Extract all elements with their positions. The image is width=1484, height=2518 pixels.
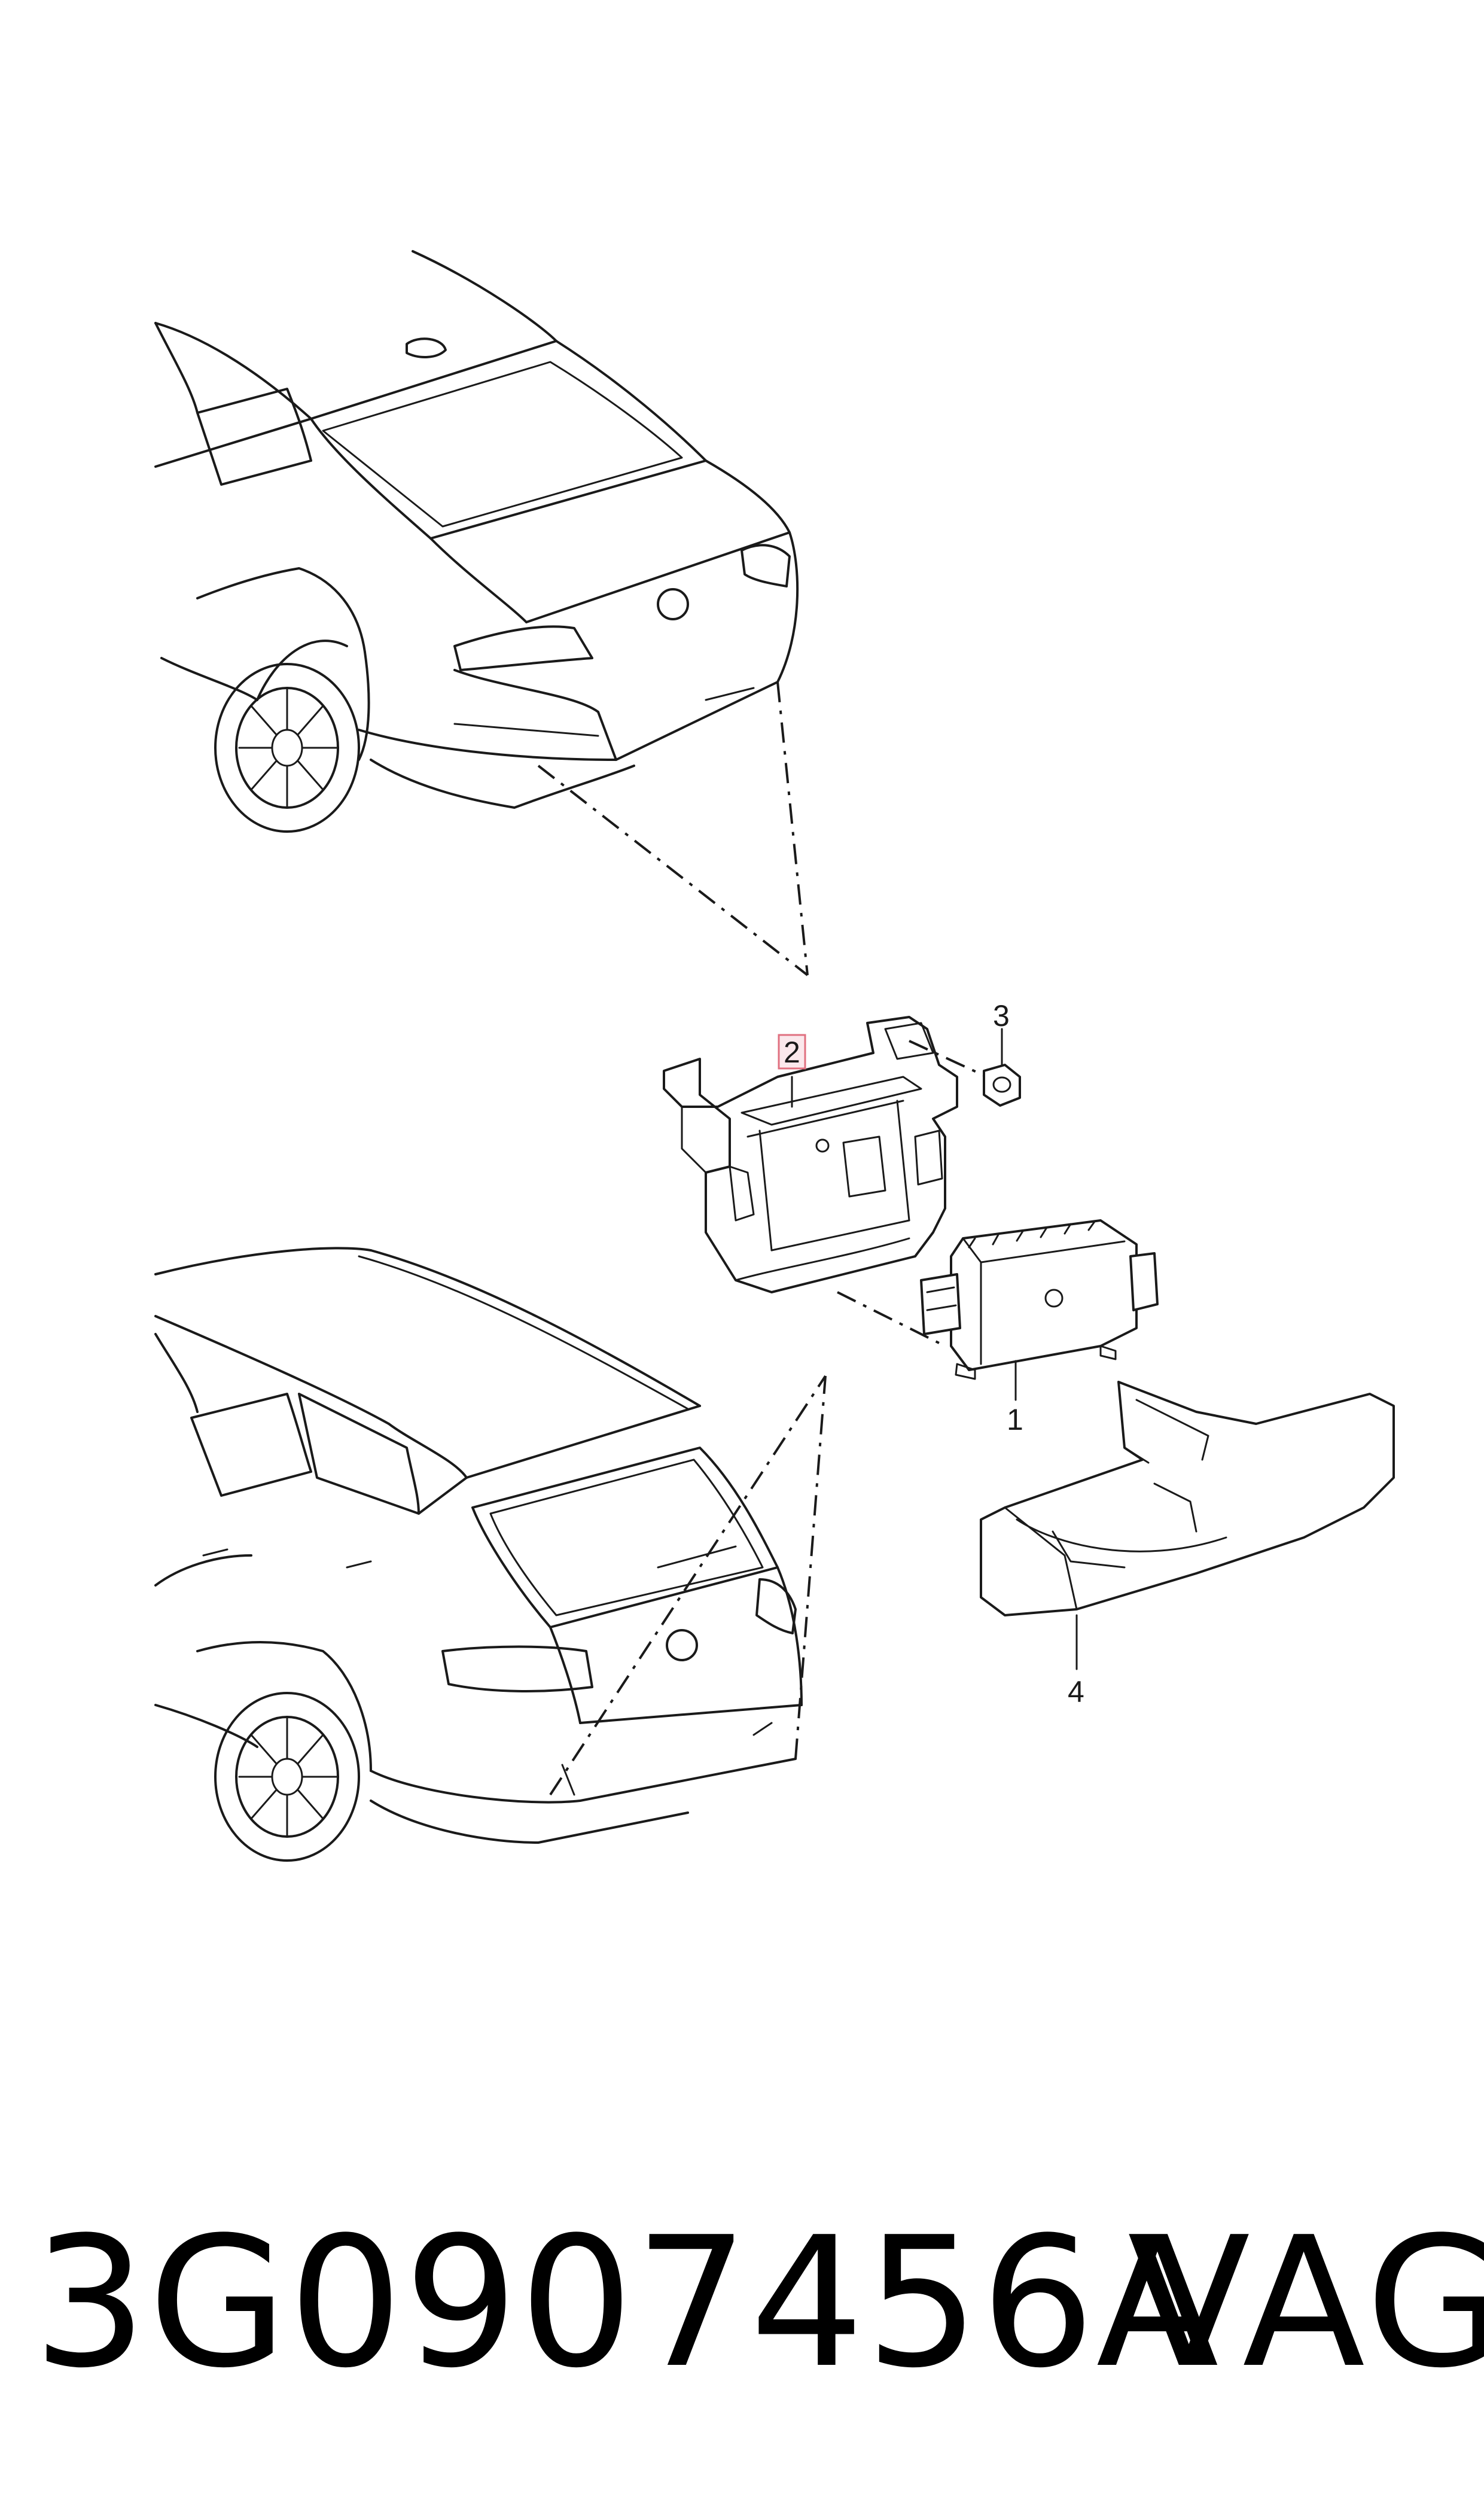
nut-part <box>983 1028 1021 1107</box>
brand-label: VAG <box>1128 2199 1484 2407</box>
sedan-illustration <box>154 250 799 833</box>
control-unit-part <box>920 1219 1159 1401</box>
callout-2-highlight <box>778 1034 806 1070</box>
callout-2-label: 2 <box>784 1036 800 1069</box>
unit-pointer-line <box>837 1291 946 1347</box>
cover-part <box>980 1381 1395 1670</box>
wagon-pointer-lines <box>549 1375 827 1796</box>
sedan-pointer-lines <box>537 681 809 976</box>
callout-1-label: 1 <box>1007 1403 1023 1436</box>
nut-pointer-line <box>909 1040 988 1078</box>
callouts: 2 3 1 4 <box>778 999 1084 1709</box>
part-number-label: 3G0907456A <box>33 2199 1220 2407</box>
bracket-part <box>663 1016 958 1293</box>
wagon-illustration <box>154 1247 803 1862</box>
callout-4-label: 4 <box>1068 1675 1084 1709</box>
callout-3-label: 3 <box>993 999 1010 1033</box>
